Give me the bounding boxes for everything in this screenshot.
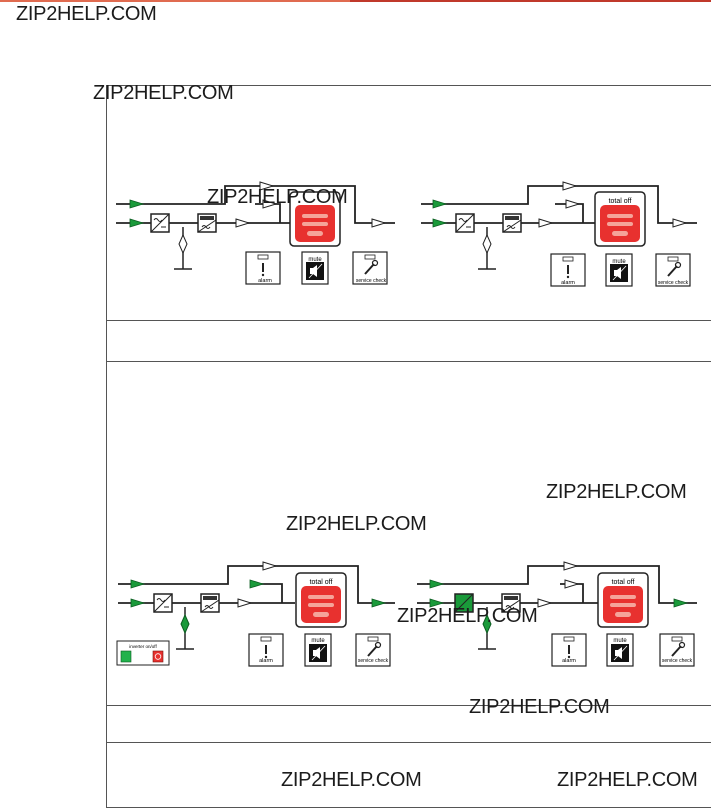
total-off-label: total off: [609, 198, 632, 205]
ups-diagram-2: total off alarm mute service check: [421, 181, 697, 287]
service-check-label: service check: [658, 280, 689, 286]
watermark: ZIP2HELP.COM: [286, 513, 427, 535]
mute-label: mute: [311, 638, 325, 644]
watermark: ZIP2HELP.COM: [546, 481, 687, 503]
ups-diagram-4: total off alarm mute service check: [417, 561, 697, 667]
header-watermark: ZIP2HELP.COM: [16, 3, 157, 25]
ups-diagram-1: alarm mute service check: [116, 181, 395, 285]
mute-label: mute: [612, 259, 626, 265]
watermark: ZIP2HELP.COM: [93, 82, 234, 104]
watermark: ZIP2HELP.COM: [557, 769, 698, 791]
alarm-label: alarm: [561, 280, 575, 286]
ups-diagram-3: total off inverter on/off alarm mute ser…: [116, 561, 395, 667]
alarm-label: alarm: [258, 278, 272, 284]
mute-label: mute: [308, 257, 322, 263]
header-rule-accent: [350, 0, 711, 2]
service-check-label: service check: [356, 278, 387, 284]
inverter-label: inverter on/off: [129, 644, 157, 649]
watermark: ZIP2HELP.COM: [469, 696, 610, 718]
mute-label: mute: [613, 638, 627, 644]
watermark: ZIP2HELP.COM: [397, 605, 538, 627]
watermark: ZIP2HELP.COM: [207, 186, 348, 208]
total-off-label: total off: [310, 579, 333, 586]
watermark: ZIP2HELP.COM: [281, 769, 422, 791]
service-check-label: service check: [358, 658, 389, 664]
alarm-label: alarm: [259, 658, 273, 664]
alarm-label: alarm: [562, 658, 576, 664]
inverter-switch[interactable]: inverter on/off: [116, 640, 170, 666]
service-check-label: service check: [662, 658, 693, 664]
total-off-label: total off: [612, 579, 635, 586]
